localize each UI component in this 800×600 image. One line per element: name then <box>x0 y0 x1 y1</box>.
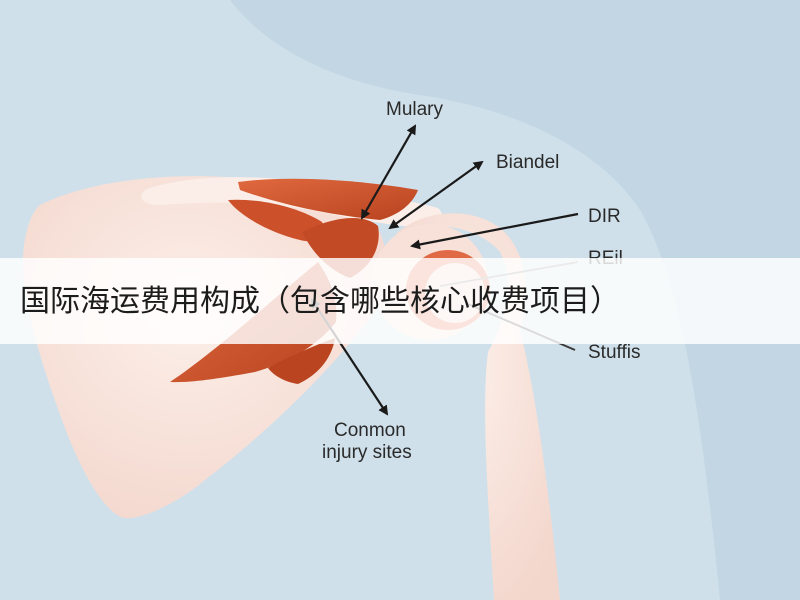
label-common-line2: injury sites <box>322 442 412 463</box>
deltoid-muscle <box>228 199 325 242</box>
title-banner <box>0 258 800 344</box>
label-mulary: Mulary <box>386 99 444 120</box>
label-common-line1: Conmon <box>334 420 406 441</box>
label-stuffis: Stuffis <box>588 342 640 363</box>
label-dir: DIR <box>588 206 621 227</box>
label-biandel: Biandel <box>496 152 559 173</box>
arrow-dir <box>410 212 579 250</box>
banner-title: 国际海运费用构成（包含哪些核心收费项目） <box>20 284 620 319</box>
arrow-biandel <box>388 160 484 230</box>
